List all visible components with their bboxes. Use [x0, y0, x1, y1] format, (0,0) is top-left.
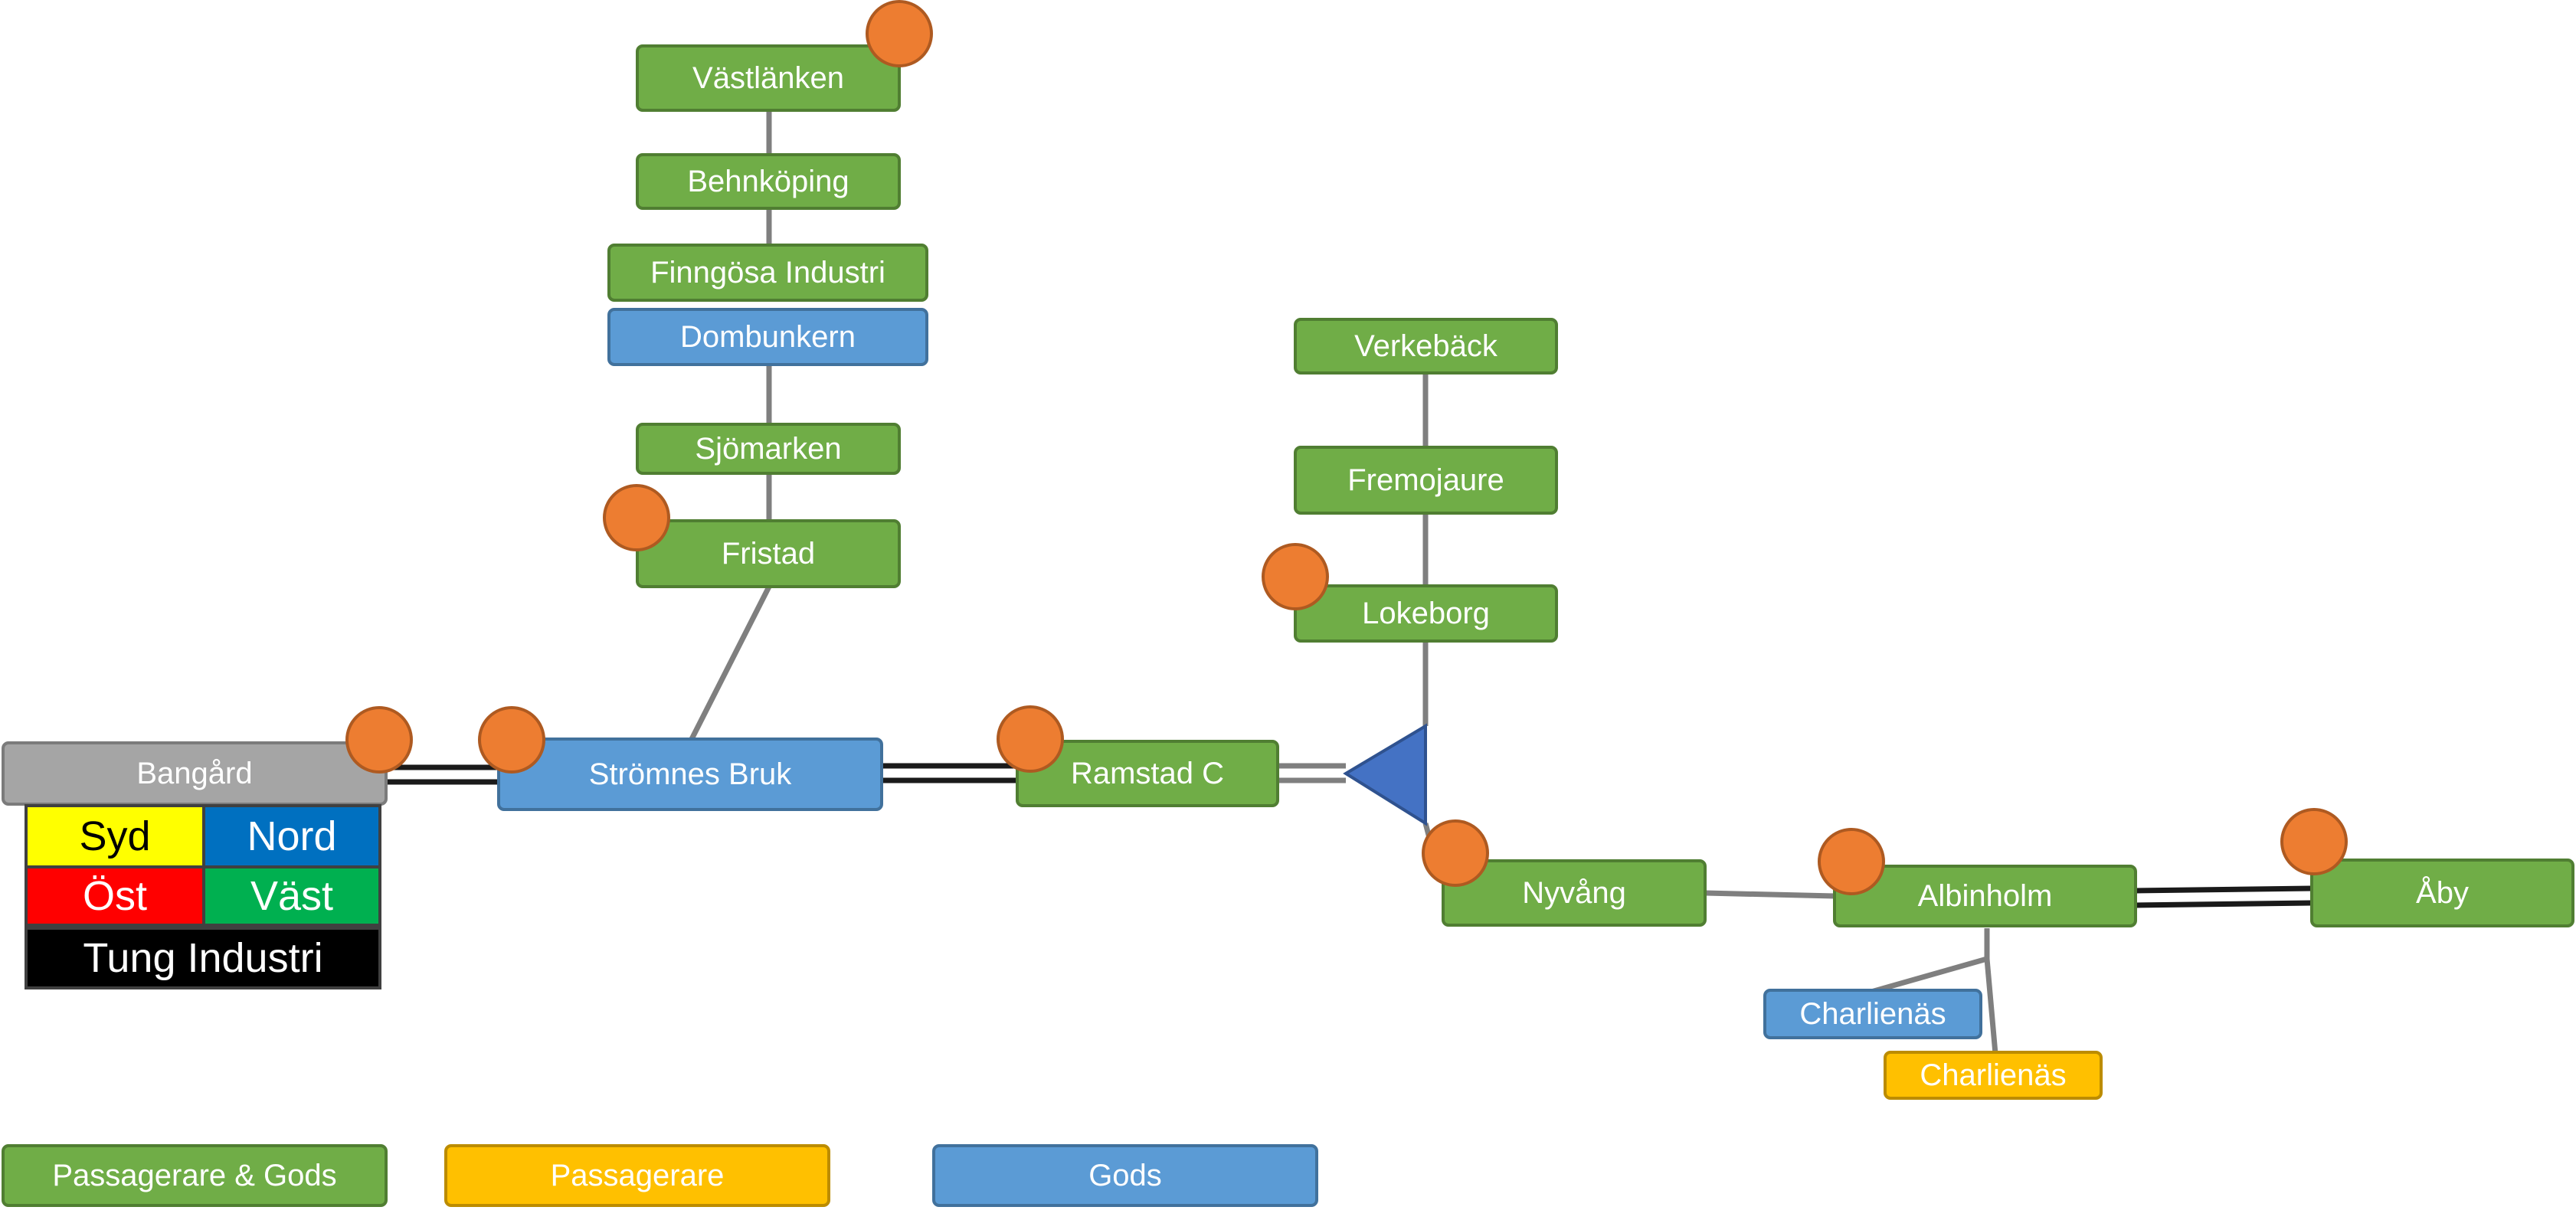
marker-bangard	[345, 706, 413, 774]
station-aby: Åby	[2310, 859, 2574, 927]
double-track-ramstad-junction	[1278, 763, 1346, 783]
station-lokeborg: Lokeborg	[1294, 584, 1558, 643]
direction-vast: Väst	[202, 865, 381, 927]
legend-gods: Gods	[932, 1144, 1318, 1207]
station-label: Charlienäs	[1799, 996, 1946, 1031]
station-fristad: Fristad	[636, 519, 901, 588]
station-label: Åby	[2416, 875, 2469, 910]
marker-aby	[2280, 808, 2348, 875]
station-label: Dombunkern	[679, 319, 856, 354]
marker-vastlanken	[866, 0, 933, 67]
direction-label: Nord	[247, 813, 337, 859]
station-finngosa-industri: Finngösa Industri	[607, 244, 928, 302]
double-track-albinholm-aby	[2135, 885, 2313, 908]
station-nyvang: Nyvång	[1442, 859, 1707, 927]
station-label: Sjömarken	[695, 431, 842, 466]
station-label: Charlienäs	[1920, 1058, 2067, 1092]
track-branch-charlienas-gods	[1871, 956, 1988, 995]
station-label: Nyvång	[1522, 875, 1626, 910]
junction-triangle	[1343, 723, 1427, 826]
station-dombunkern: Dombunkern	[607, 308, 928, 366]
station-label: Fristad	[721, 536, 816, 571]
station-label: Ramstad C	[1070, 756, 1225, 790]
direction-syd: Syd	[25, 804, 205, 868]
legend-passagerare: Passagerare	[444, 1144, 830, 1207]
direction-tung-industri: Tung Industri	[25, 927, 381, 989]
station-stromnes-bruk: Strömnes Bruk	[497, 738, 883, 811]
marker-ramstad-c	[997, 705, 1064, 773]
marker-lokeborg	[1262, 543, 1329, 610]
double-track-bangard-stromnes	[383, 764, 499, 785]
track-fristad-stromnes	[689, 585, 772, 741]
direction-label: Tung Industri	[83, 935, 323, 981]
station-label: Bangård	[136, 756, 253, 790]
station-label: Finngösa Industri	[650, 255, 885, 289]
track-branch-charlienas-pass	[1984, 958, 1998, 1055]
station-charlienas-passagerare: Charlienäs	[1884, 1051, 2103, 1100]
legend-label: Gods	[1088, 1158, 1162, 1192]
station-ramstad-c: Ramstad C	[1016, 740, 1279, 807]
station-vastlanken: Västlänken	[636, 44, 901, 112]
double-track-stromnes-ramstad	[882, 763, 1017, 783]
station-label: Albinholm	[1917, 878, 2053, 913]
legend-label: Passagerare & Gods	[52, 1158, 337, 1192]
station-label: Behnköping	[687, 164, 849, 198]
station-label: Verkebäck	[1354, 329, 1497, 363]
track-nyvang-albinholm	[1704, 890, 1835, 899]
station-behnkoping: Behnköping	[636, 153, 901, 210]
station-albinholm: Albinholm	[1833, 865, 2137, 927]
direction-label: Syd	[79, 813, 151, 859]
direction-nord: Nord	[202, 804, 381, 868]
marker-nyvang	[1422, 819, 1489, 887]
legend-label: Passagerare	[550, 1158, 725, 1192]
marker-fristad	[603, 484, 670, 551]
station-fremojaure: Fremojaure	[1294, 446, 1558, 515]
station-label: Strömnes Bruk	[588, 757, 792, 791]
direction-label: Öst	[82, 873, 147, 919]
station-verkeback: Verkebäck	[1294, 318, 1558, 375]
direction-ost: Öst	[25, 865, 205, 927]
marker-stromnes-bruk	[478, 706, 545, 774]
station-label: Västlänken	[692, 61, 844, 95]
station-label: Lokeborg	[1362, 596, 1490, 630]
station-charlienas-gods: Charlienäs	[1763, 989, 1982, 1039]
marker-albinholm	[1818, 828, 1885, 895]
station-label: Fremojaure	[1347, 463, 1504, 497]
direction-label: Väst	[250, 873, 334, 919]
legend-passagerare-gods: Passagerare & Gods	[2, 1144, 388, 1207]
station-bangard: Bangård	[2, 741, 388, 806]
station-sjomarken: Sjömarken	[636, 423, 901, 475]
